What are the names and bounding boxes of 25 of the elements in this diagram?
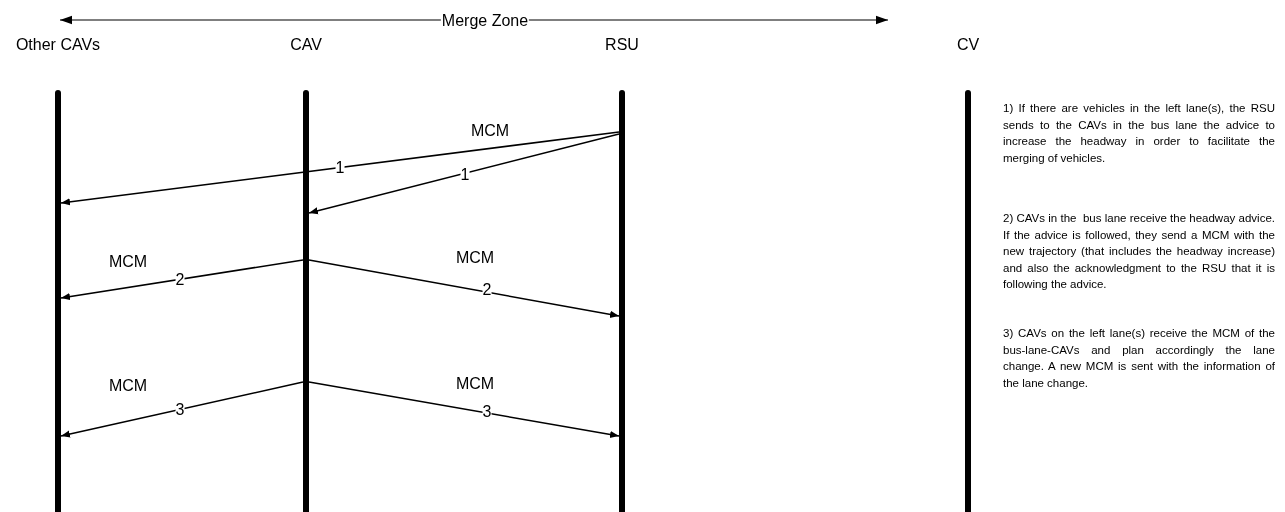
message-label: MCM [454,376,496,392]
edge-label: 2 [482,282,492,298]
message-label: MCM [454,250,496,266]
edge-label: 2 [175,272,185,288]
edge-label: 3 [482,404,492,420]
zone-label: Merge Zone [440,13,530,29]
edge-label: 3 [175,402,185,418]
participant-label: Other CAVs [15,36,101,54]
note-text: 2) CAVs in the bus lane receive the headway advice. If the advice is followed, they send a MCM with the new trajectory (that includes the headway increase) and also the acknowledgment to the RSU that it is following the advice. [1003,211,1275,292]
message-arrow [308,133,620,215]
edge-label: 1 [335,160,345,176]
message-label: MCM [107,378,149,394]
message-arrow [308,381,620,438]
message-arrow [60,259,304,301]
participant-label: CAV [290,36,322,54]
edge-label: 1 [460,167,470,183]
participant-label: RSU [605,36,639,54]
message-arrow [60,131,620,206]
message-arrow [308,259,620,318]
note-text: 1) If there are vehicles in the left lane(s), the RSU sends to the CAVs in the bus lane the advice to increase the headway in order to facilitate the merging of vehicles. [1003,101,1275,166]
participant-label: CV [956,36,980,54]
message-label: MCM [469,123,511,139]
note-text: 3) CAVs on the left lane(s) receive the MCM of the bus-lane-CAVs and plan accordingly the lane change. A new MCM is sent with the information of the lane change. [1003,326,1275,391]
message-arrow [60,381,304,438]
message-label: MCM [107,254,149,270]
